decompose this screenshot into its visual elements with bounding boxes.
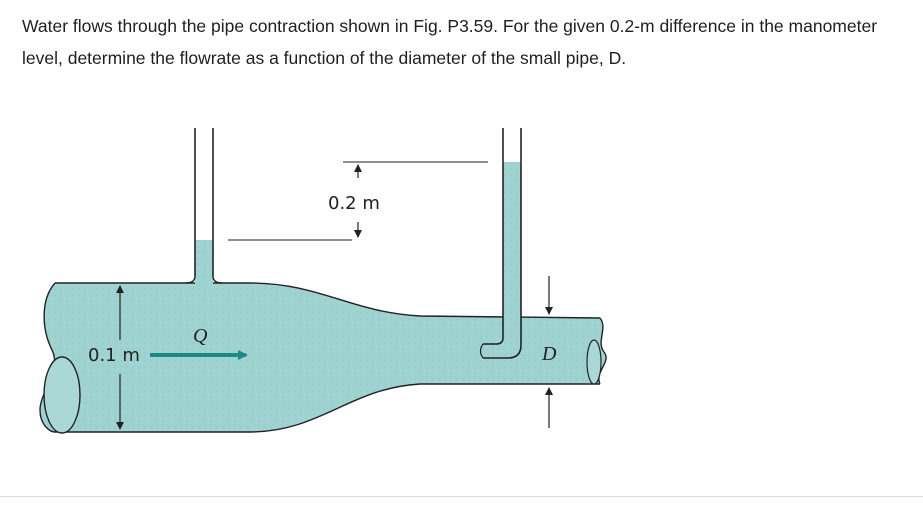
- left-tube-base-left: [185, 275, 196, 284]
- left-pipe-end: [43, 356, 81, 434]
- bottom-divider: [0, 496, 923, 497]
- pipe-body: [55, 283, 600, 432]
- flow-label: Q: [193, 325, 208, 347]
- left-tube-base-right: [212, 275, 223, 284]
- large-diameter-label: 0.1 m: [88, 345, 140, 366]
- question-text: Water flows through the pipe contraction…: [22, 16, 878, 68]
- pipe-top-wall: [55, 282, 601, 319]
- right-pipe-end: [586, 339, 602, 385]
- small-diameter-label: D: [541, 343, 557, 365]
- right-tube-water: [503, 162, 521, 346]
- left-tube-water: [195, 240, 213, 284]
- right-tube-elbow-outer: [483, 344, 522, 359]
- level-difference-label: 0.2 m: [328, 193, 380, 214]
- right-tube-mouth: [479, 343, 484, 359]
- pipe-bottom-wall: [55, 383, 600, 433]
- right-tube-elbow-inner: [483, 337, 504, 345]
